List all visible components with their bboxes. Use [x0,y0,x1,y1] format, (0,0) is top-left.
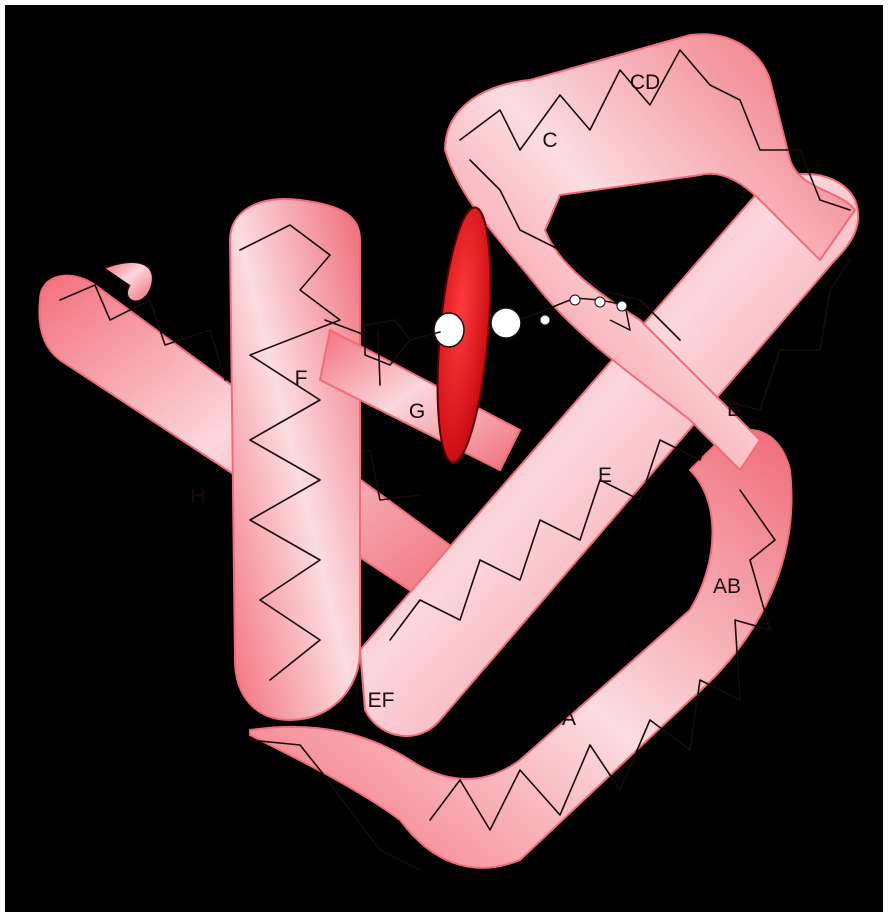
helix-f [230,199,360,720]
label-c: C [542,129,557,152]
label-g: G [409,400,425,423]
label-ab: AB [713,575,741,598]
iron-atom-right [491,308,521,338]
iron-atom-left [434,313,464,347]
label-f: F [295,367,308,390]
label-ef: EF [368,689,395,712]
label-cd: CD [630,71,660,94]
label-h: H [190,485,205,508]
label-a: A [562,707,576,730]
label-e: E [598,464,612,487]
label-b: B [727,398,741,421]
